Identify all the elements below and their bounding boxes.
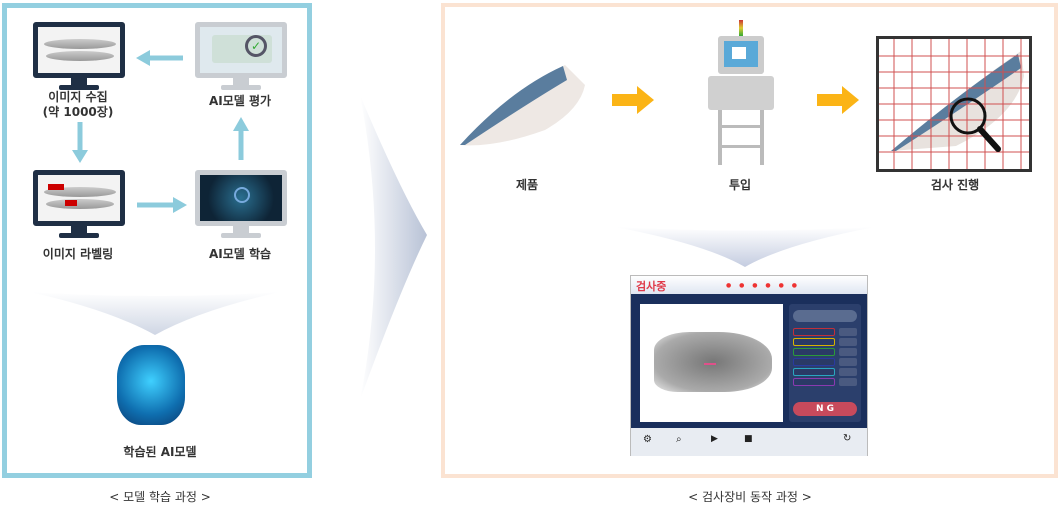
defect-row <box>793 328 835 336</box>
magnifier-check-icon: ✓ <box>245 35 267 57</box>
step-model-evaluation-label: AI모델 평가 <box>208 94 272 108</box>
orange-arrow-2 <box>817 86 859 114</box>
defect-count <box>839 368 857 376</box>
screen-title: 검사중 <box>636 280 667 293</box>
inspection-screen: 검사중 ● ● ● ● ● ● N G ⚙ ⌕ ▶ ■ ↻ <box>630 275 868 456</box>
screen-toolbar: ⚙ ⌕ ▶ ■ ↻ <box>631 428 867 456</box>
funnel-shape <box>30 292 280 335</box>
step-product-label: 제품 <box>515 178 539 192</box>
refresh-icon[interactable]: ↻ <box>843 433 852 444</box>
step-image-collection-sublabel: (약 1000장) <box>42 105 114 119</box>
play-icon[interactable]: ▶ <box>711 434 718 444</box>
mackerel-fillet-image <box>460 65 585 146</box>
right-caption: < 검사장비 동작 과정 > <box>688 490 812 504</box>
defect-row <box>793 378 835 386</box>
training-flow-arrows <box>30 50 280 335</box>
step-image-collection-label: 이미지 수집 <box>48 90 108 104</box>
defect-count <box>839 348 857 356</box>
step-input-label: 투입 <box>728 178 752 192</box>
status-dots: ● ● ● ● ● ● <box>726 282 800 289</box>
step-inspection-label: 검사 진행 <box>930 178 980 192</box>
inspection-grid-image <box>876 36 1032 172</box>
search-icon[interactable]: ⌕ <box>676 434 682 445</box>
defect-row <box>793 338 835 346</box>
defect-row <box>793 358 835 366</box>
defect-count <box>839 328 857 336</box>
defect-row <box>793 368 835 376</box>
model-evaluation-monitor: ✓ <box>195 22 287 92</box>
inspection-process-panel <box>441 3 1058 478</box>
stop-icon[interactable]: ■ <box>744 434 753 444</box>
settings-icon[interactable]: ⚙ <box>643 434 652 445</box>
defect-count <box>839 338 857 346</box>
ng-result-badge: N G <box>793 402 857 416</box>
image-labeling-monitor <box>33 170 125 240</box>
model-training-monitor <box>195 170 287 240</box>
model-training-panel <box>2 3 312 478</box>
step-model-training-label: AI모델 학습 <box>208 247 272 261</box>
image-collection-monitor <box>33 22 125 92</box>
left-caption: < 모델 학습 과정 > <box>109 490 211 504</box>
xray-inspection-machine <box>706 20 776 165</box>
result-side-panel: N G <box>789 304 861 422</box>
trained-model-label: 학습된 AI모델 <box>123 445 197 459</box>
defect-row <box>793 348 835 356</box>
transition-chevron <box>360 95 427 400</box>
defect-count <box>839 378 857 386</box>
defect-count <box>839 358 857 366</box>
xray-image-view <box>640 304 783 422</box>
ai-brain-icon <box>117 345 185 425</box>
magnifier-icon <box>949 97 1001 152</box>
orange-arrow-1 <box>612 86 654 114</box>
step-image-labeling-label: 이미지 라벨링 <box>42 247 114 261</box>
down-funnel <box>615 227 875 267</box>
